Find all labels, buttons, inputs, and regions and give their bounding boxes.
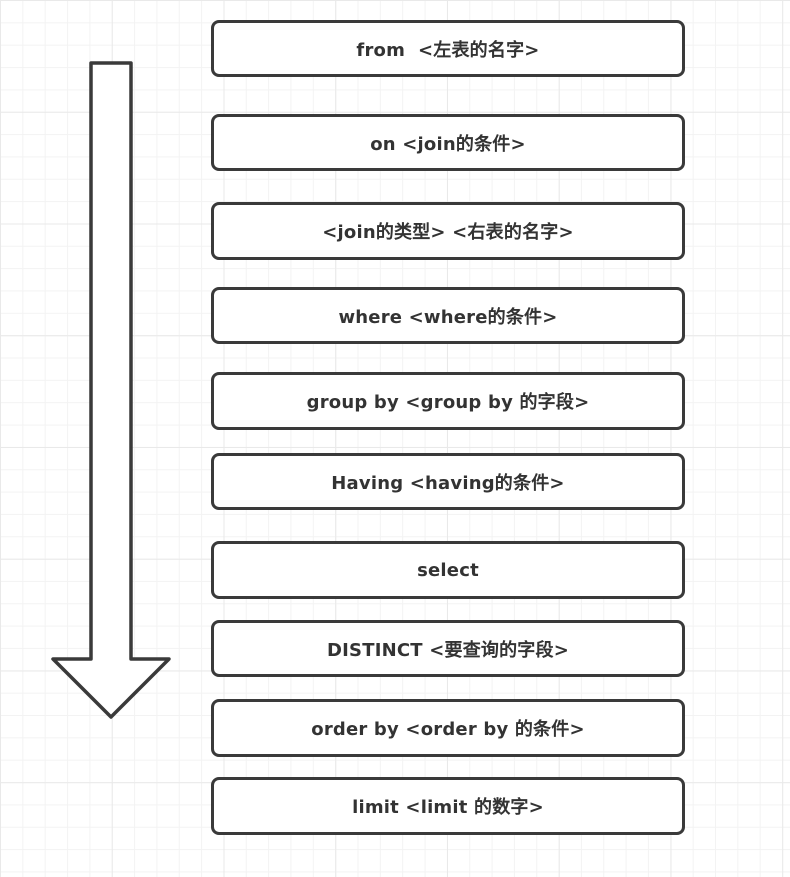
- flow-step-from-label: from <左表的名字>: [356, 39, 540, 61]
- flow-step-from: from <左表的名字>: [211, 20, 685, 77]
- flow-step-where-label: where <where的条件>: [338, 306, 558, 328]
- flow-step-distinct-label: DISTINCT <要查询的字段>: [327, 639, 569, 661]
- down-arrow-shape: [51, 61, 171, 719]
- flow-step-select: select: [211, 541, 685, 599]
- flow-step-group-by-label: group by <group by 的字段>: [306, 392, 590, 413]
- flow-step-group-by: group by <group by 的字段>: [211, 372, 685, 430]
- flow-step-order-by: order by <order by 的条件>: [211, 699, 685, 757]
- flow-step-limit: limit <limit 的数字>: [211, 777, 685, 835]
- flow-step-having: Having <having的条件>: [211, 453, 685, 510]
- flow-step-select-label: select: [417, 559, 479, 581]
- flow-step-where: where <where的条件>: [211, 287, 685, 344]
- flow-step-order-by-label: order by <order by 的条件>: [311, 719, 585, 740]
- flow-step-having-label: Having <having的条件>: [331, 472, 565, 494]
- flow-step-join-label: <join的类型> <右表的名字>: [322, 222, 574, 243]
- flow-step-on-label: on <join的条件>: [370, 133, 526, 155]
- flow-step-on: on <join的条件>: [211, 114, 685, 171]
- flow-step-limit-label: limit <limit 的数字>: [352, 797, 544, 818]
- flow-step-distinct: DISTINCT <要查询的字段>: [211, 620, 685, 677]
- flow-step-join: <join的类型> <右表的名字>: [211, 202, 685, 260]
